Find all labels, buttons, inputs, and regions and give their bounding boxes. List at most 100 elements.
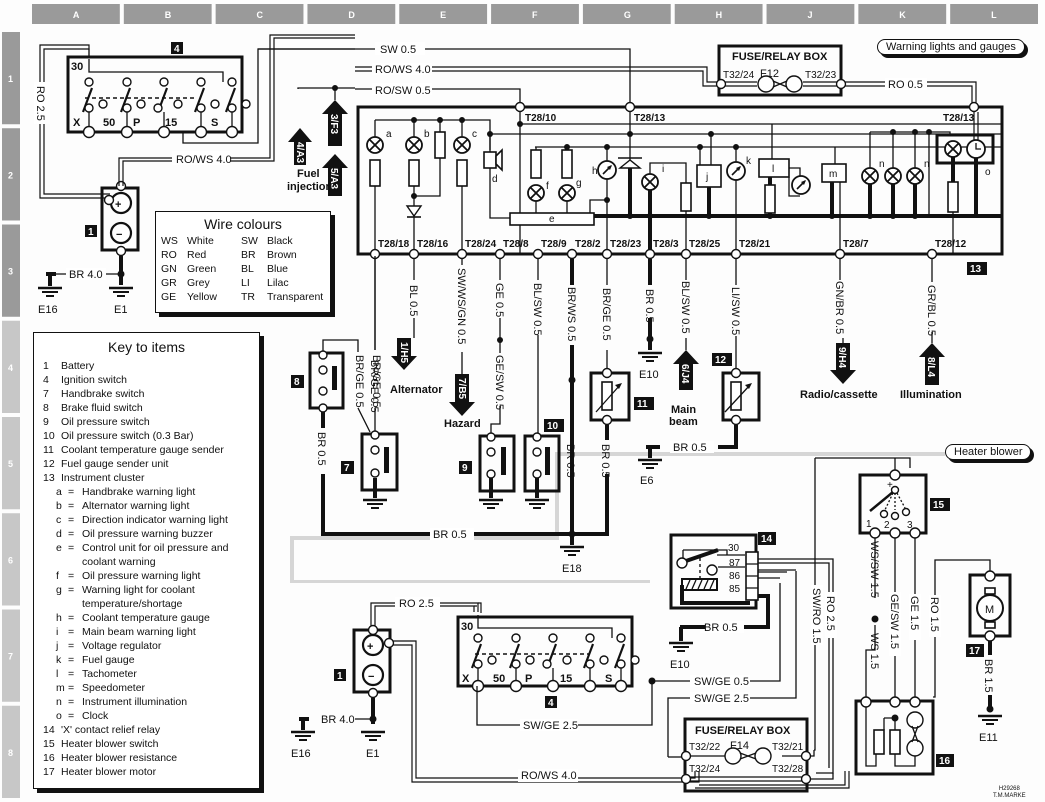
- wire-label: BR 0.5: [599, 444, 611, 478]
- grid-column-label: B: [165, 10, 172, 20]
- key-item-label: Ignition switch: [61, 374, 127, 386]
- coolant-temperature-sender: 11: [589, 367, 654, 426]
- wire-label: SW/GE 2.5: [523, 720, 578, 732]
- svg-text:4/A3: 4/A3: [294, 142, 305, 164]
- key-item-number: 15: [43, 738, 55, 750]
- connector-label: T28/13: [634, 113, 666, 124]
- item-tag-17: 17: [969, 646, 981, 657]
- wire-label: BR 0.5: [564, 444, 576, 478]
- terminal-15-label: 15: [560, 673, 572, 685]
- wire-label: GR/BL 0.5: [925, 285, 937, 336]
- relay-pin-30: 30: [728, 543, 740, 554]
- fuse-box-terminal: T32/24: [689, 764, 721, 775]
- heater-blower-motor: M 17: [966, 570, 1012, 657]
- key-item-label: Warning light for coolant temperature/sh…: [82, 584, 195, 610]
- grid-column-label: C: [257, 10, 264, 20]
- wire-colour-code: BL: [241, 263, 254, 275]
- gauge-h: [597, 160, 617, 180]
- wire-label: WS 1.5: [868, 633, 880, 669]
- grid-column-label: F: [532, 10, 538, 20]
- svg-text:+: +: [887, 480, 893, 491]
- fuse-box-terminal: T32/23: [805, 70, 837, 81]
- key-equals: =: [68, 514, 75, 526]
- earth-e16b-label: E16: [291, 748, 311, 760]
- wire-colour-code: GE: [161, 291, 177, 303]
- cluster-letter-h: h: [592, 166, 598, 177]
- wire-colours-title: Wire colours: [204, 216, 282, 232]
- key-item-number: n: [56, 696, 62, 708]
- svg-text:−: −: [368, 671, 374, 683]
- relay-pin-87: 87: [729, 558, 741, 569]
- wire-label: SW/RO 1.5: [810, 588, 822, 644]
- fuel-injection-label-2: injection: [287, 181, 333, 193]
- lamp-i: [641, 173, 659, 191]
- svg-text:9/H4: 9/H4: [836, 347, 847, 369]
- key-item: k=Fuel gauge: [34, 653, 259, 667]
- wire-colour-code: SW: [241, 235, 258, 247]
- oil-pressure-switch-03bar: 10: [523, 419, 564, 510]
- key-equals: =: [68, 710, 75, 722]
- wire-label: BL/SW 0.5: [531, 283, 543, 336]
- wire-label: BR 4.0: [321, 714, 355, 726]
- wire-label: BR/GE 0.5: [600, 288, 612, 341]
- key-item: a=Handbrake warning light: [34, 485, 259, 499]
- connector-label: T28/3: [653, 239, 679, 250]
- key-item-label: Oil pressure warning light: [82, 570, 201, 582]
- item-tag-7: 7: [344, 463, 350, 474]
- connector-label: T28/7: [843, 239, 869, 250]
- grid-column-label: D: [348, 10, 355, 20]
- terminal-s-label: S: [211, 117, 218, 129]
- wire-label: SW 0.5: [380, 44, 416, 56]
- earth-e10b-label: E10: [670, 659, 690, 671]
- key-item-label: Heater blower resistance: [61, 752, 178, 764]
- connector-label: T28/2: [575, 239, 601, 250]
- wire-label: BR/WS 0.5: [565, 287, 577, 341]
- connector-label: T28/25: [689, 239, 721, 250]
- svg-text:6/J4: 6/J4: [679, 364, 690, 384]
- key-item-label: 'X' contact relief relay: [61, 724, 161, 736]
- key-equals: =: [68, 500, 75, 512]
- main-beam-label: Main: [671, 404, 696, 416]
- key-item-number: o: [56, 710, 62, 722]
- wire-colour-code: GN: [161, 263, 177, 275]
- key-item: g=Warning light for coolant temperature/…: [34, 583, 259, 611]
- wire-label: RO 1.5: [928, 597, 940, 632]
- key-item: e=Control unit for oil pressure and cool…: [34, 541, 259, 569]
- arrow-7-b5: 7/B5: [449, 374, 475, 416]
- fuel-injection-label: Fuel: [297, 168, 320, 180]
- cluster-letter-e: e: [549, 214, 555, 225]
- wire-colour-code: RO: [161, 249, 177, 261]
- arrow-4-a3: 4/A3: [288, 128, 312, 165]
- key-item-number: e: [56, 542, 62, 554]
- key-item-label: Oil pressure switch (0.3 Bar): [61, 430, 194, 442]
- cluster-letter-k: k: [746, 156, 752, 167]
- key-equals: =: [68, 528, 75, 540]
- grid-column-label: H: [716, 10, 723, 20]
- arrow-9-h4: 9/H4: [830, 343, 856, 384]
- fuse-relay-box-bottom: FUSE/RELAY BOX T32/22 F14 T32/21 T32/24 …: [680, 717, 812, 793]
- key-item: 14'X' contact relief relay: [34, 723, 259, 737]
- wire-label: BR 1.5: [982, 659, 994, 693]
- wire-colour-code: BR: [241, 249, 256, 261]
- connector-label: T28/8: [503, 239, 529, 250]
- key-item: i=Main beam warning light: [34, 625, 259, 639]
- wire-label: BR 0.5: [643, 289, 655, 323]
- wire-label: RO 0.5: [888, 79, 923, 91]
- key-item-label: Voltage regulator: [82, 640, 162, 652]
- wire-label: BR/GE 0.5: [368, 360, 380, 413]
- key-equals: =: [68, 584, 75, 596]
- key-item-label: Fuel gauge sender unit: [61, 458, 169, 470]
- cluster-letter-m: m: [829, 169, 837, 180]
- lamp-a: [366, 136, 384, 154]
- key-equals: =: [68, 626, 75, 638]
- connector-label: T28/9: [541, 239, 567, 250]
- grid-row-label: 8: [8, 748, 13, 758]
- key-item-number: k: [56, 654, 62, 666]
- lamp-b: [405, 136, 423, 154]
- fuse-box-terminal: T32/21: [772, 742, 804, 753]
- svg-text:+: +: [367, 641, 373, 653]
- fuse-box-terminal: T32/28: [772, 764, 804, 775]
- key-item-label: Instrument cluster: [61, 472, 145, 484]
